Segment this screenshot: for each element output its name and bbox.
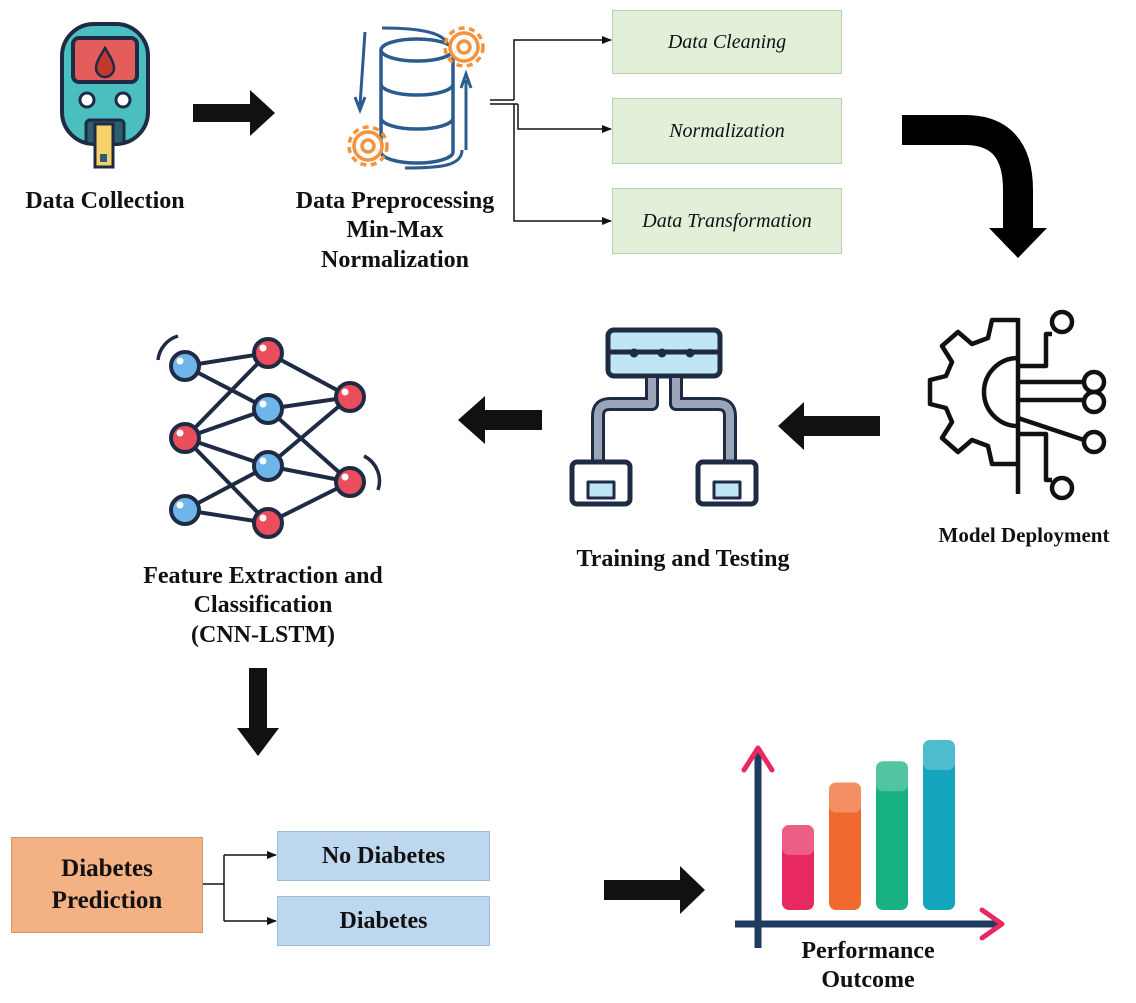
performance-bar [782,825,814,910]
preprocessing-label-line-1: Data Preprocessing [295,188,495,214]
step-data-cleaning-box: Data Cleaning [612,10,842,74]
performance-bar [923,740,955,910]
flow-arrow-collection-to-preprocessing [193,90,275,136]
outcome-diabetes-box: Diabetes [277,896,490,946]
stage-feature-extraction-label: Feature Extraction and Classification (C… [100,562,426,650]
preprocessing-label-line-3: Normalization [321,246,469,273]
neural-network-icon [156,334,382,539]
flow-arrow-training-to-feature [458,396,542,444]
feature-label-line-2: Classification [193,592,333,619]
data-split-tree-icon [569,327,759,507]
flow-arrow-prediction-to-performance [604,866,705,914]
stage-model-deployment-label: Model Deployment [938,523,1110,547]
flow-arrow-feature-to-prediction [237,668,279,756]
preprocessing-connector-lines [490,36,612,225]
performance-bar [876,761,908,910]
stage-training-testing-label: Training and Testing [576,546,790,572]
step-normalization-box: Normalization [612,98,842,164]
feature-label-line-1: Feature Extraction and [143,563,383,589]
glucose-meter-icon [60,22,150,169]
diabetes-prediction-box: Diabetes Prediction [11,837,203,933]
stage-data-collection-label: Data Collection [25,188,185,214]
outcome-no-diabetes-box: No Diabetes [277,831,490,881]
performance-bar [829,782,861,910]
performance-label-line-2: Outcome [821,967,915,994]
flow-arrow-deployment-to-training [778,402,880,450]
feature-label-line-3: (CNN-LSTM) [191,621,335,648]
stage-performance-outcome-label: Performance Outcome [760,937,976,996]
database-gears-icon [347,26,485,170]
stage-data-preprocessing-label: Data Preprocessing Min-Max Normalization [265,187,525,275]
flow-arrow-preprocessing-to-deployment [902,115,1047,258]
ai-chip-gear-icon [927,309,1107,501]
bar-chart-icon [735,740,1005,948]
preprocessing-label-line-2: Min-Max [346,217,444,244]
performance-label-line-1: Performance [801,938,935,964]
step-data-transformation-box: Data Transformation [612,188,842,254]
prediction-branch-lines [203,851,277,925]
